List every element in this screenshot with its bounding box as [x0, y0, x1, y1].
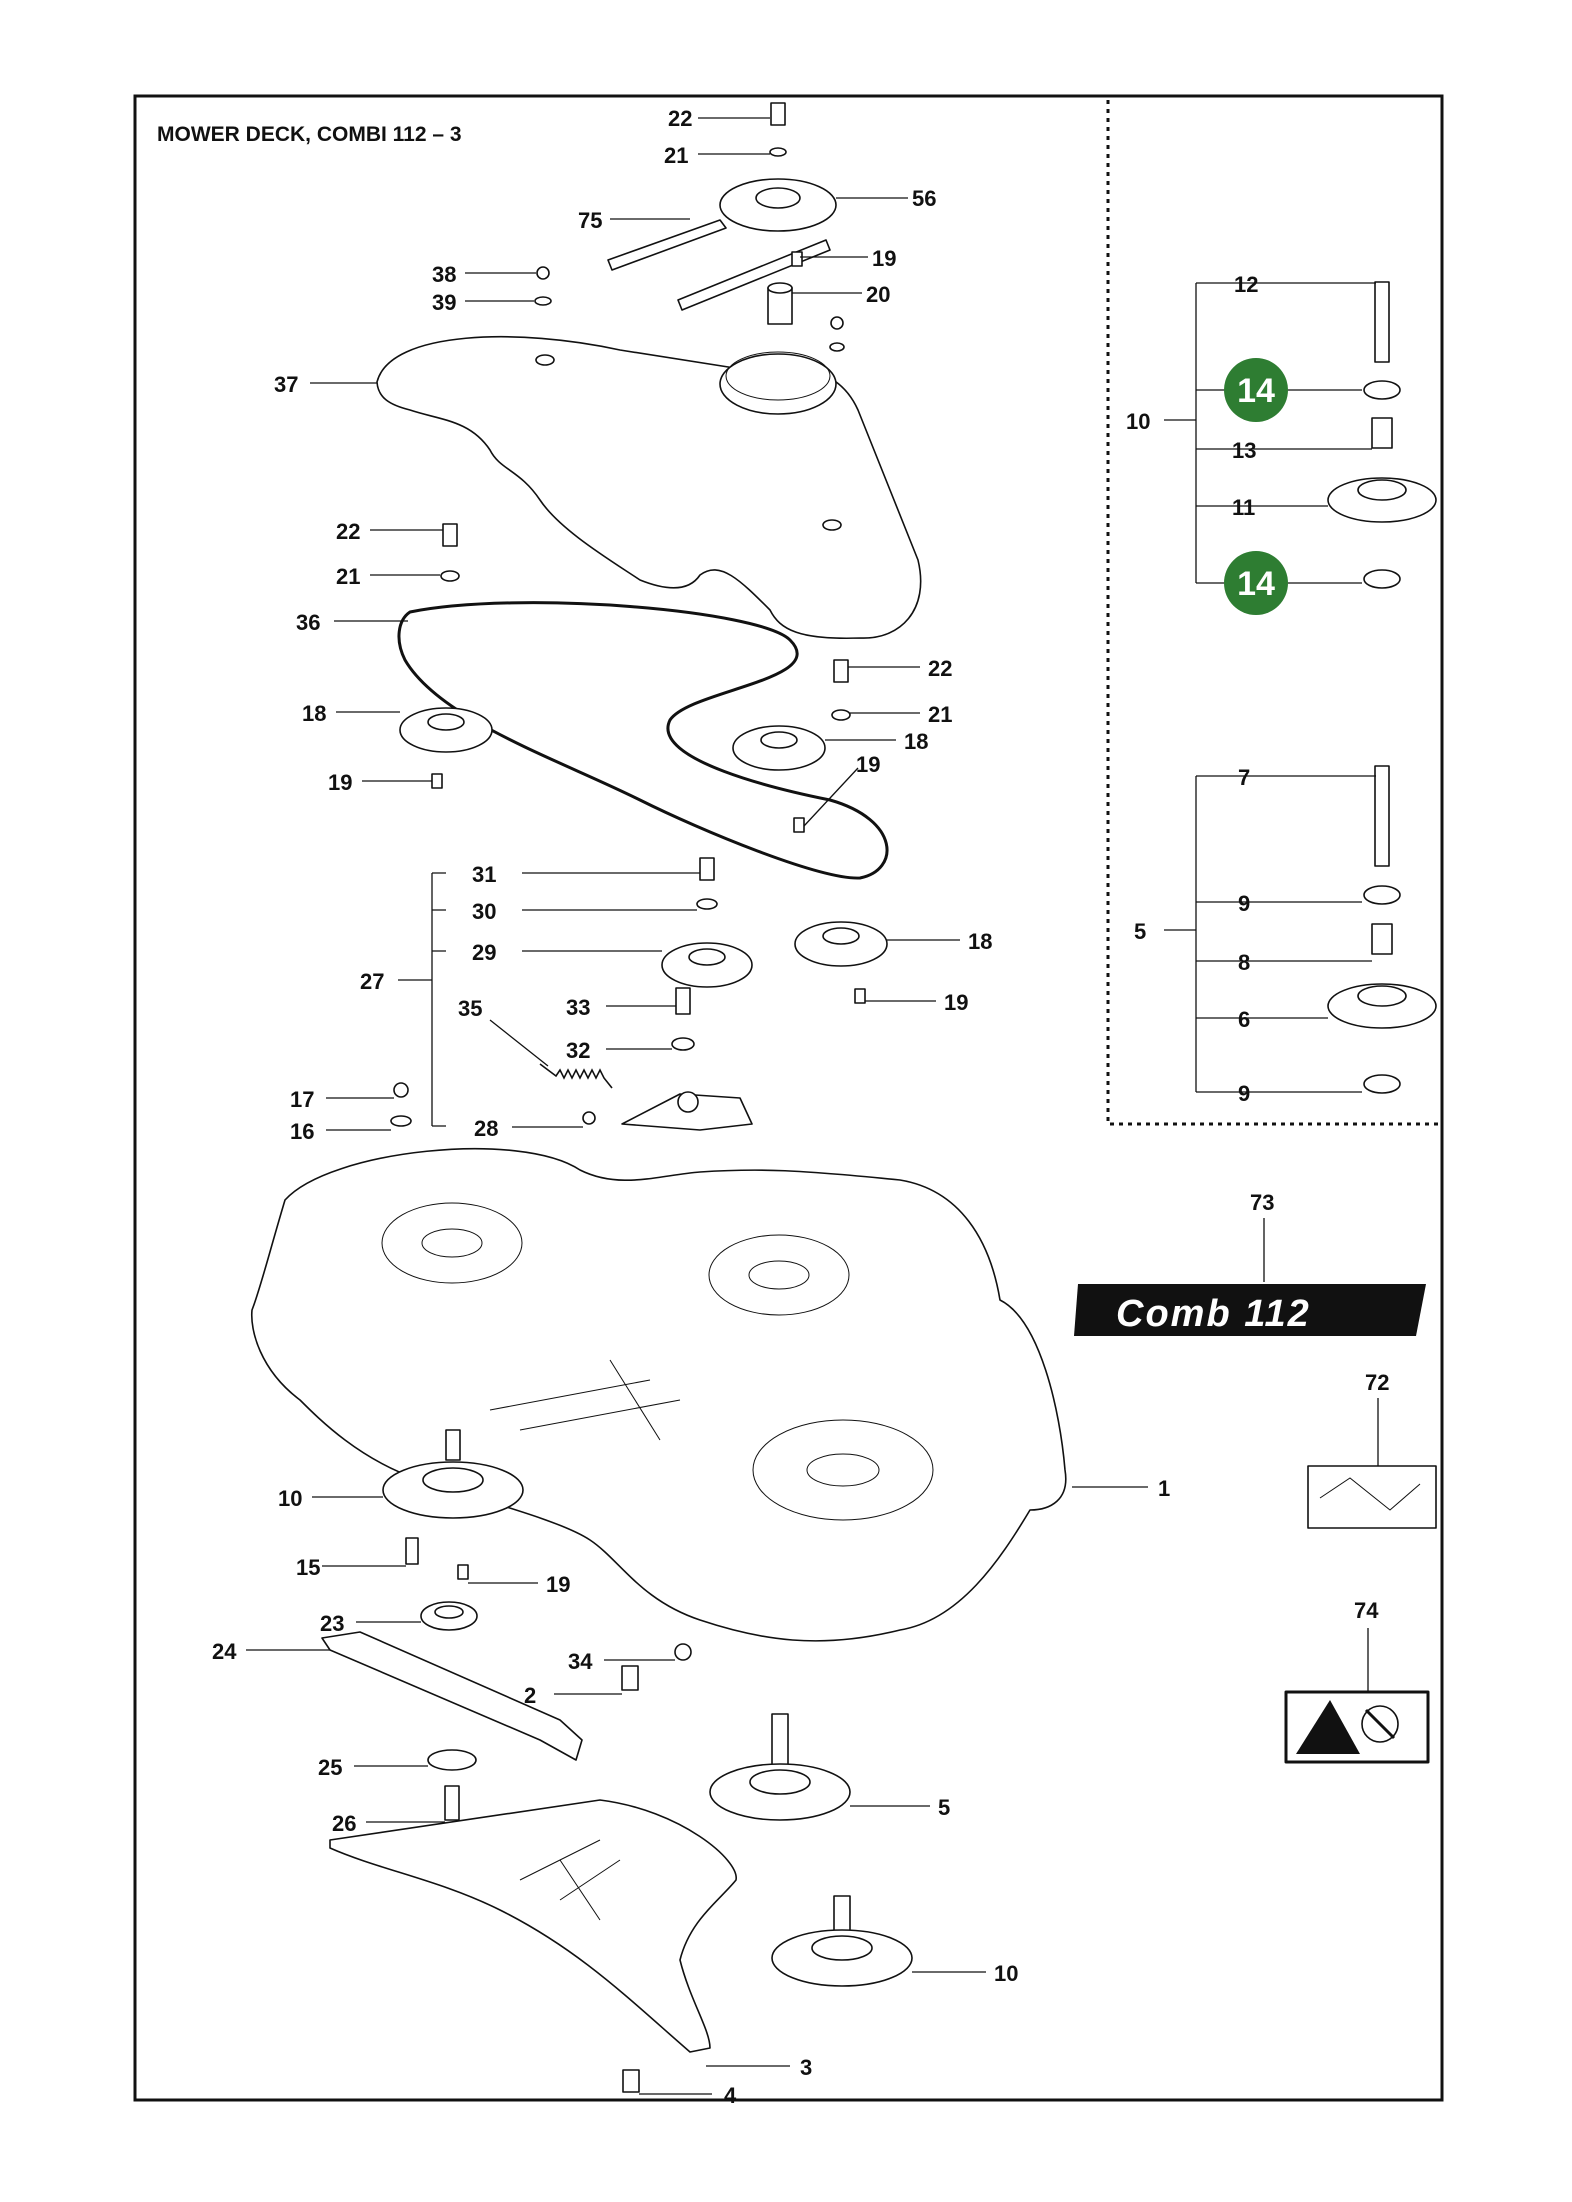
callout: 12	[1234, 272, 1258, 297]
callout: 33	[566, 995, 590, 1020]
callout: 34	[568, 1649, 593, 1674]
callout: 19	[872, 246, 896, 271]
callout: 21	[664, 143, 688, 168]
callout: 19	[328, 770, 352, 795]
callout: 16	[290, 1119, 314, 1144]
callout: 5	[938, 1795, 950, 1820]
callout: 31	[472, 862, 496, 887]
decal-73	[1074, 1284, 1426, 1336]
callout: 7	[1238, 765, 1250, 790]
highlight-badge[interactable]	[1224, 551, 1288, 615]
highlight-label: 14	[1237, 565, 1275, 603]
callout: 75	[578, 208, 602, 233]
leader-lines	[246, 117, 1379, 2095]
callout: 19	[856, 752, 880, 777]
callout: 39	[432, 290, 456, 315]
highlighted-callouts: 14 14	[1224, 358, 1288, 615]
callout: 30	[472, 899, 496, 924]
callout: 23	[320, 1611, 344, 1636]
callout: 19	[546, 1572, 570, 1597]
callout: 11	[1232, 495, 1255, 520]
callout: 18	[302, 701, 326, 726]
callout: 8	[1238, 950, 1250, 975]
callout: 3	[800, 2055, 812, 2080]
callout: 29	[472, 940, 496, 965]
callout: 13	[1232, 438, 1256, 463]
callout: 10	[278, 1486, 302, 1511]
callout: 24	[212, 1639, 237, 1664]
callout: 5	[1134, 919, 1146, 944]
decal-73-text: Comb 112	[1116, 1293, 1311, 1335]
decal-72	[1307, 1465, 1437, 1529]
callout: 9	[1238, 891, 1250, 916]
callout: 2	[524, 1683, 536, 1708]
callout: 21	[336, 564, 360, 589]
subassembly-box	[1106, 100, 1438, 1126]
callout: 10	[994, 1961, 1018, 1986]
callout: 38	[432, 262, 456, 287]
callout: 22	[668, 106, 692, 131]
callout: 4	[724, 2083, 737, 2108]
callout: 19	[944, 990, 968, 1015]
callout: 25	[318, 1755, 342, 1780]
callout: 72	[1365, 1370, 1389, 1395]
diagram-frame	[133, 94, 1444, 2102]
callout: 10	[1126, 409, 1150, 434]
callout: 28	[474, 1116, 498, 1141]
callout: 56	[912, 186, 936, 211]
callout: 74	[1354, 1598, 1379, 1623]
callout: 6	[1238, 1007, 1250, 1032]
callout: 9	[1238, 1081, 1250, 1106]
diagram-title: MOWER DECK, COMBI 112 – 3	[157, 123, 462, 146]
callout: 18	[968, 929, 992, 954]
callout: 21	[928, 702, 952, 727]
highlight-badge[interactable]	[1224, 358, 1288, 422]
callout: 26	[332, 1811, 356, 1836]
callout: 22	[336, 519, 360, 544]
callout: 22	[928, 656, 952, 681]
callout-labels: 22 21 56 75 19 20 38 39 37 22 21 36 22 2…	[212, 106, 1389, 2108]
callout: 36	[296, 610, 320, 635]
callout: 73	[1250, 1190, 1274, 1215]
callout: 27	[360, 969, 384, 994]
highlight-label: 14	[1237, 372, 1275, 410]
callout: 17	[290, 1087, 314, 1112]
callout: 15	[296, 1555, 320, 1580]
callout: 18	[904, 729, 928, 754]
callout: 1	[1158, 1476, 1170, 1501]
callout: 37	[274, 372, 298, 397]
parts-layer: Comb 112	[250, 102, 1437, 2093]
callout: 35	[458, 996, 482, 1021]
callout: 20	[866, 282, 890, 307]
callout: 32	[566, 1038, 590, 1063]
